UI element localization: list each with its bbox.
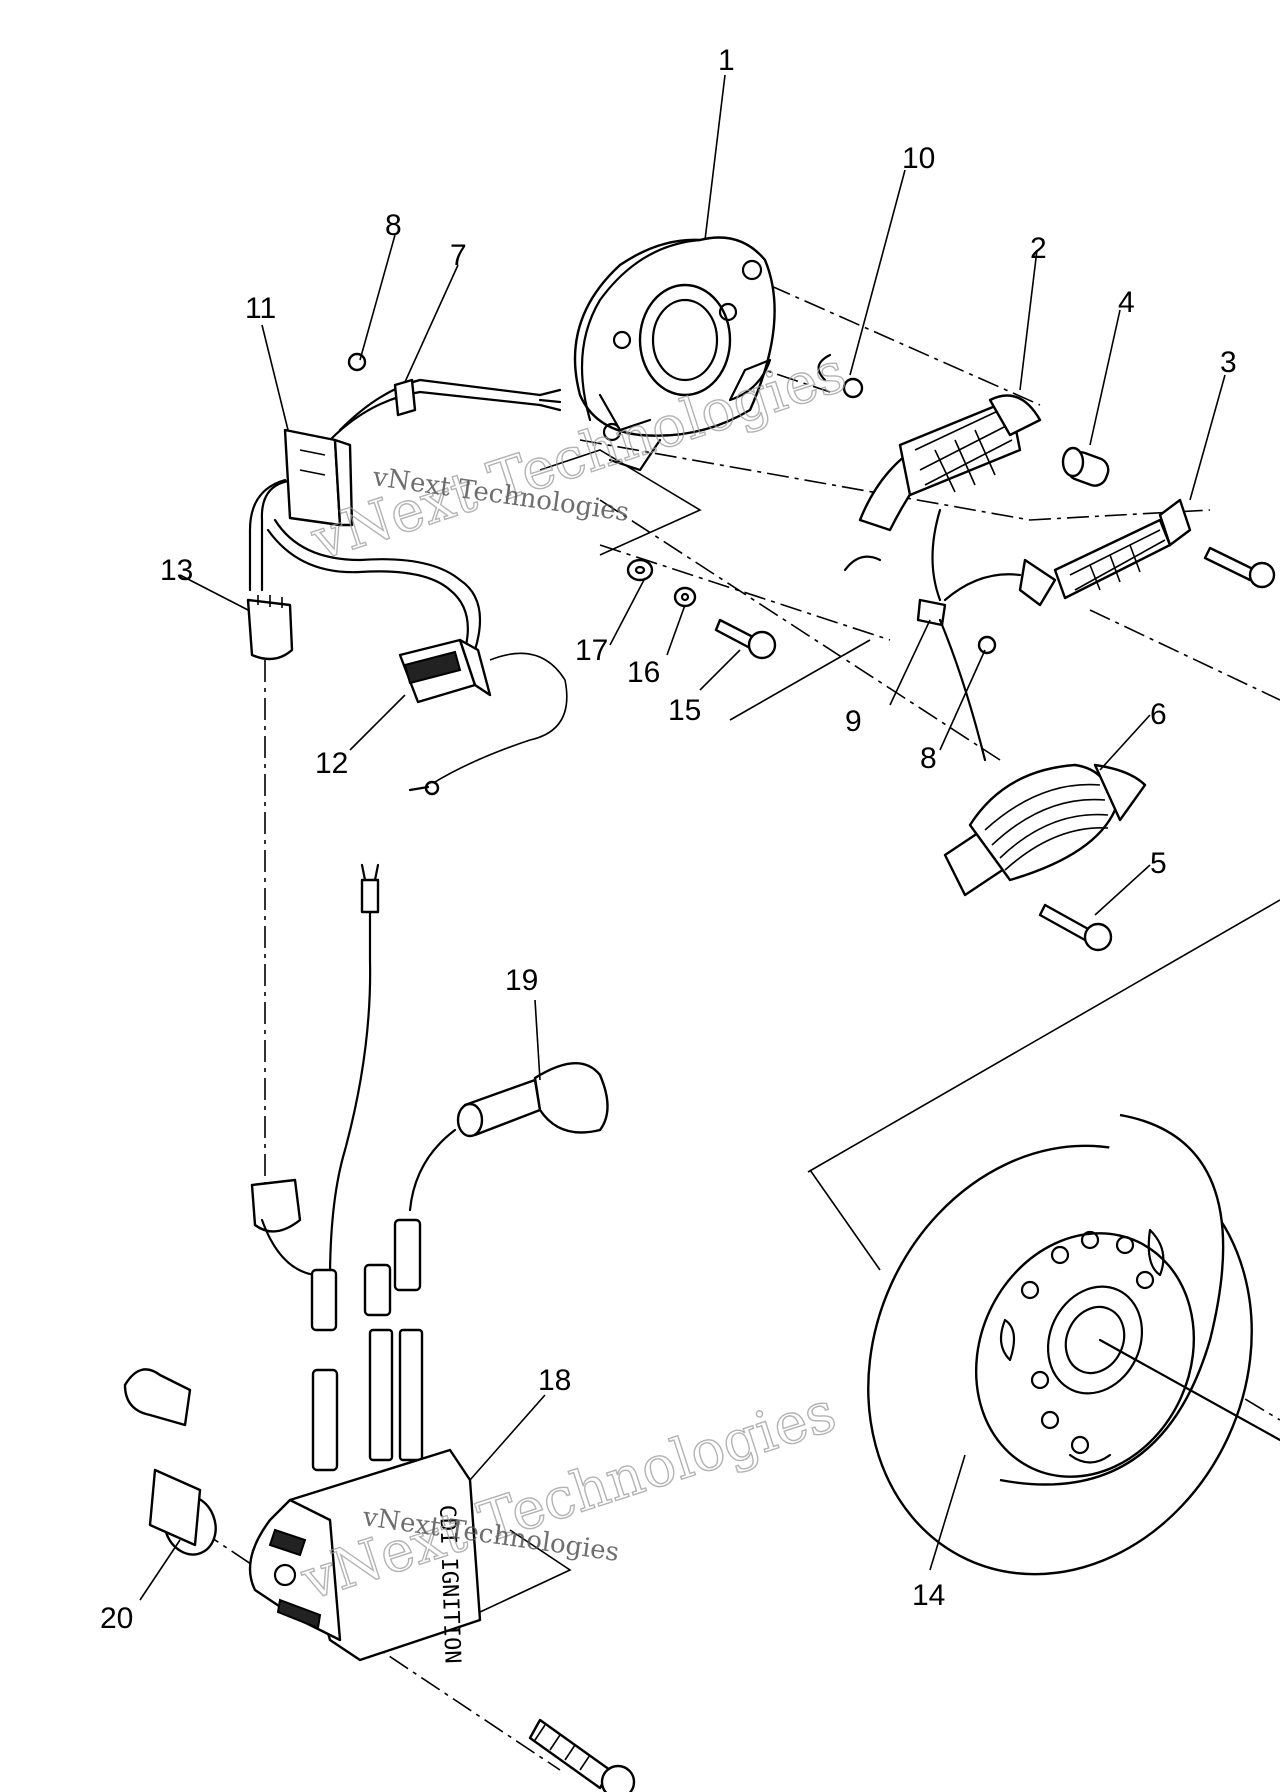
spark-plug-cap [408, 1062, 609, 1212]
callout-leaders [139, 74, 1226, 1601]
spacer [1061, 446, 1110, 487]
exciter-coil [1018, 498, 1192, 607]
screws [528, 546, 1276, 1792]
rectifier-block [398, 638, 492, 796]
wiring-harness [248, 378, 568, 786]
callout-5: 5 [1150, 847, 1167, 880]
voltage-regulator [283, 428, 354, 527]
callout-12: 12 [315, 747, 348, 780]
stator-plate [573, 236, 776, 472]
callout-16: 16 [627, 656, 660, 689]
callout-11: 11 [245, 292, 276, 325]
charge-coil [943, 763, 1147, 897]
callout-6: 6 [1150, 698, 1167, 731]
harness-connector [246, 595, 294, 661]
callout-4: 4 [1118, 286, 1135, 319]
bushing [123, 1368, 217, 1556]
callout-8-upper: 8 [385, 209, 402, 242]
callout-9: 9 [845, 705, 862, 738]
assembly-lines [199, 269, 1280, 1771]
callout-7: 7 [450, 239, 467, 272]
ignition-coil-label: CDI IGNITION [434, 1504, 465, 1664]
lower-leads [250, 863, 380, 1472]
nuts [347, 352, 997, 655]
callout-18: 18 [538, 1364, 571, 1397]
wire-clamp [843, 508, 1022, 762]
callout-1: 1 [718, 44, 735, 77]
callout-labels: 1 2 3 4 5 6 7 8 8 9 10 11 12 13 14 15 16… [100, 44, 1237, 1635]
flywheel [867, 1113, 1280, 1576]
callout-2: 2 [1030, 232, 1047, 265]
callout-14: 14 [912, 1579, 945, 1612]
ignition-coil-assembly: CDI IGNITION [248, 1218, 482, 1664]
callout-15: 15 [668, 694, 701, 727]
callout-3: 3 [1220, 346, 1237, 379]
lighting-coil [858, 394, 1042, 532]
washers [626, 558, 697, 608]
callout-19: 19 [505, 964, 538, 997]
callout-20: 20 [100, 1602, 133, 1635]
callout-17: 17 [575, 634, 608, 667]
callout-10: 10 [902, 142, 935, 175]
callout-8-lower: 8 [920, 742, 937, 775]
harness-clamp [393, 378, 417, 417]
callout-13: 13 [160, 554, 193, 587]
